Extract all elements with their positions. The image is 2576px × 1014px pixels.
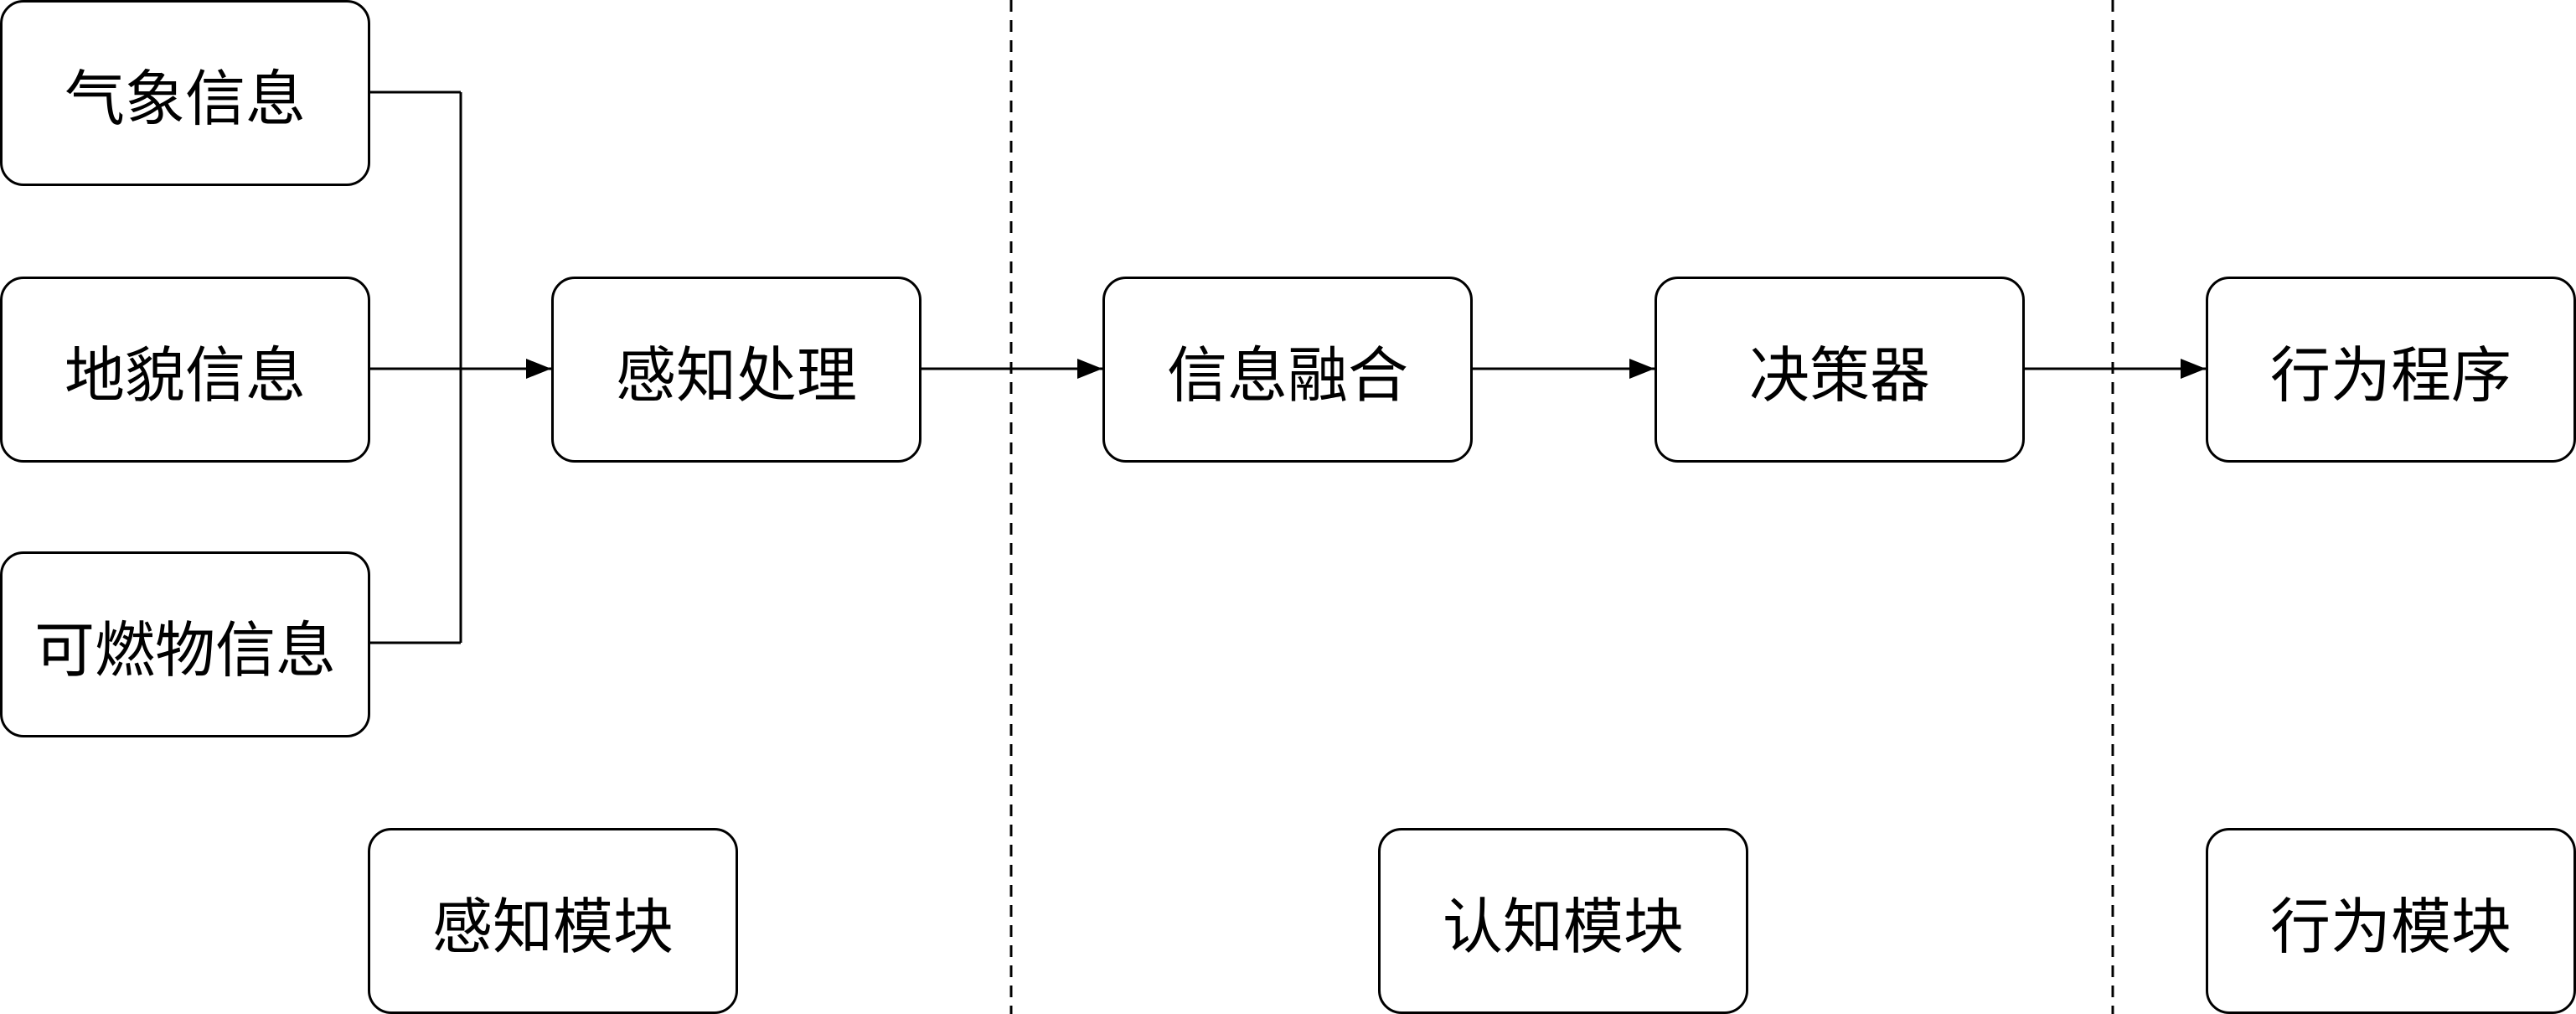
cognition-module-label: 认知模块 xyxy=(1442,891,1684,962)
terrain-info-box: 地貌信息 xyxy=(0,277,370,463)
behavior-module-box: 行为模块 xyxy=(2206,828,2576,1014)
perception-module-label: 感知模块 xyxy=(431,891,674,962)
decision-maker-label: 决策器 xyxy=(1748,339,1930,411)
terrain-info-label: 地貌信息 xyxy=(64,339,306,411)
weather-info-label: 气象信息 xyxy=(64,63,306,134)
perception-processing-label: 感知处理 xyxy=(615,339,857,411)
behavior-program-label: 行为程序 xyxy=(2269,339,2511,411)
behavior-module-label: 行为模块 xyxy=(2269,891,2511,962)
weather-info-box: 气象信息 xyxy=(0,0,370,186)
fuel-info-label: 可燃物信息 xyxy=(34,614,336,685)
perception-module-box: 感知模块 xyxy=(368,828,738,1014)
behavior-program-box: 行为程序 xyxy=(2206,277,2576,463)
perception-processing-box: 感知处理 xyxy=(551,277,921,463)
information-fusion-label: 信息融合 xyxy=(1166,339,1408,411)
cognition-module-box: 认知模块 xyxy=(1378,828,1748,1014)
fuel-info-box: 可燃物信息 xyxy=(0,551,370,737)
information-fusion-box: 信息融合 xyxy=(1102,277,1473,463)
decision-maker-box: 决策器 xyxy=(1655,277,2025,463)
